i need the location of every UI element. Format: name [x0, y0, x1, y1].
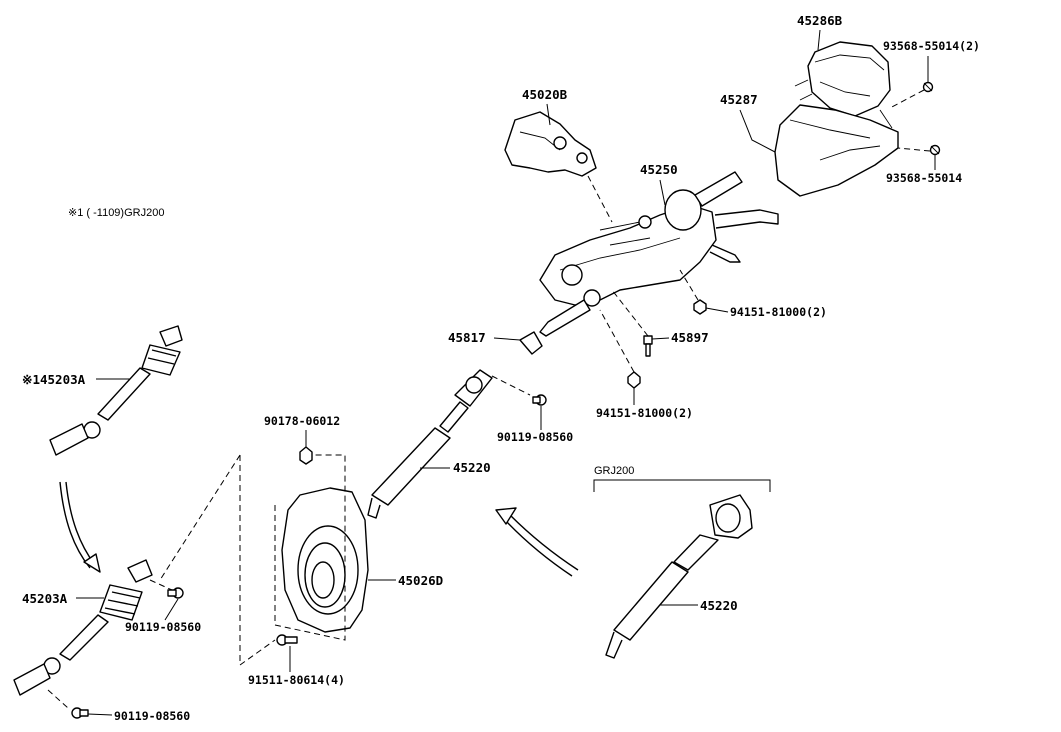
- leader-45020B: [546, 103, 551, 126]
- label-93568-55014: 93568-55014: [886, 171, 962, 185]
- label-45203A: 45203A: [22, 591, 68, 606]
- arrow-right-curve-inner: [504, 519, 573, 577]
- nut-90178: [299, 446, 313, 465]
- dash-bottom-bolt: [47, 689, 69, 709]
- screw-93568-lower: [929, 144, 941, 156]
- arrow-right-curve: [509, 514, 579, 571]
- dash-screw-upper: [889, 89, 925, 109]
- label-145203A: ※145203A: [22, 372, 86, 387]
- dash-nut-top: [679, 269, 699, 301]
- bolt-90119-left: [167, 587, 184, 599]
- column-hole-cover: [281, 487, 369, 633]
- dash-cover-frame: [274, 454, 346, 641]
- label-91511-80614-4: 91511-80614(4): [248, 673, 345, 687]
- label-90178-06012: 90178-06012: [264, 414, 340, 428]
- leader-45287: [739, 109, 776, 153]
- dash-bolt-45897: [611, 289, 649, 337]
- shaft-145203A: [49, 325, 183, 456]
- dash-nut-bottom: [599, 309, 635, 373]
- label-45287: 45287: [720, 92, 758, 107]
- label-93568-55014-2: 93568-55014(2): [883, 39, 980, 53]
- label-45897: 45897: [671, 330, 709, 345]
- arrow-left-head: [83, 553, 101, 573]
- label-90119-08560-mid: 90119-08560: [497, 430, 573, 444]
- dash-screw-lower: [897, 147, 931, 152]
- label-45286B: 45286B: [797, 13, 843, 28]
- label-94151-81000-2-top: 94151-81000(2): [730, 305, 827, 319]
- screw-93568-upper: [922, 81, 934, 93]
- dash-left-bolt: [149, 579, 173, 591]
- leader-45897: [651, 337, 670, 340]
- column-cover-upper: [794, 41, 891, 117]
- part-45817: [519, 331, 543, 355]
- leader-90119-bottom: [87, 713, 113, 716]
- bolt-90119-bottom: [71, 707, 89, 719]
- footnote-grj200-range: ※1 ( -1109)GRJ200: [68, 207, 164, 219]
- dash-link: [159, 454, 241, 581]
- label-45220-grj: 45220: [700, 598, 738, 613]
- label-90119-08560-bot: 90119-08560: [114, 709, 190, 723]
- leader-45817: [493, 337, 521, 341]
- label-45817: 45817: [448, 330, 486, 345]
- label-45020B: 45020B: [522, 87, 568, 102]
- bolt-90119-mid: [532, 394, 547, 406]
- leader-45286B: [817, 29, 821, 51]
- group-bracket: [593, 479, 771, 492]
- intermediate-shaft-main: [367, 369, 493, 519]
- label-45250: 45250: [640, 162, 678, 177]
- label-45026D: 45026D: [398, 573, 443, 588]
- bolt-91511: [276, 634, 298, 646]
- dash-shaft-bolt: [491, 375, 531, 396]
- nut-94151-top: [693, 299, 707, 315]
- intermediate-shaft-grj200: [605, 494, 753, 659]
- dash-left-frame: [239, 455, 276, 666]
- label-94151-81000-2-bot: 94151-81000(2): [596, 406, 693, 420]
- leader-45250: [659, 179, 666, 206]
- label-45220-main: 45220: [453, 460, 491, 475]
- shaft-45203A: [13, 559, 153, 696]
- column-cover-lower: [774, 104, 899, 197]
- steering-column-assy: [539, 171, 779, 337]
- nut-94151-bottom: [627, 371, 641, 389]
- group-label-grj200: GRJ200: [594, 465, 634, 477]
- key-cylinder-housing: [504, 111, 597, 177]
- leader-90119-left: [164, 598, 179, 621]
- leader-94151-top: [705, 307, 729, 313]
- label-90119-08560-left: 90119-08560: [125, 620, 201, 634]
- bolt-45897: [643, 335, 653, 357]
- dash-housing: [587, 175, 613, 223]
- arrow-right-head: [495, 507, 517, 525]
